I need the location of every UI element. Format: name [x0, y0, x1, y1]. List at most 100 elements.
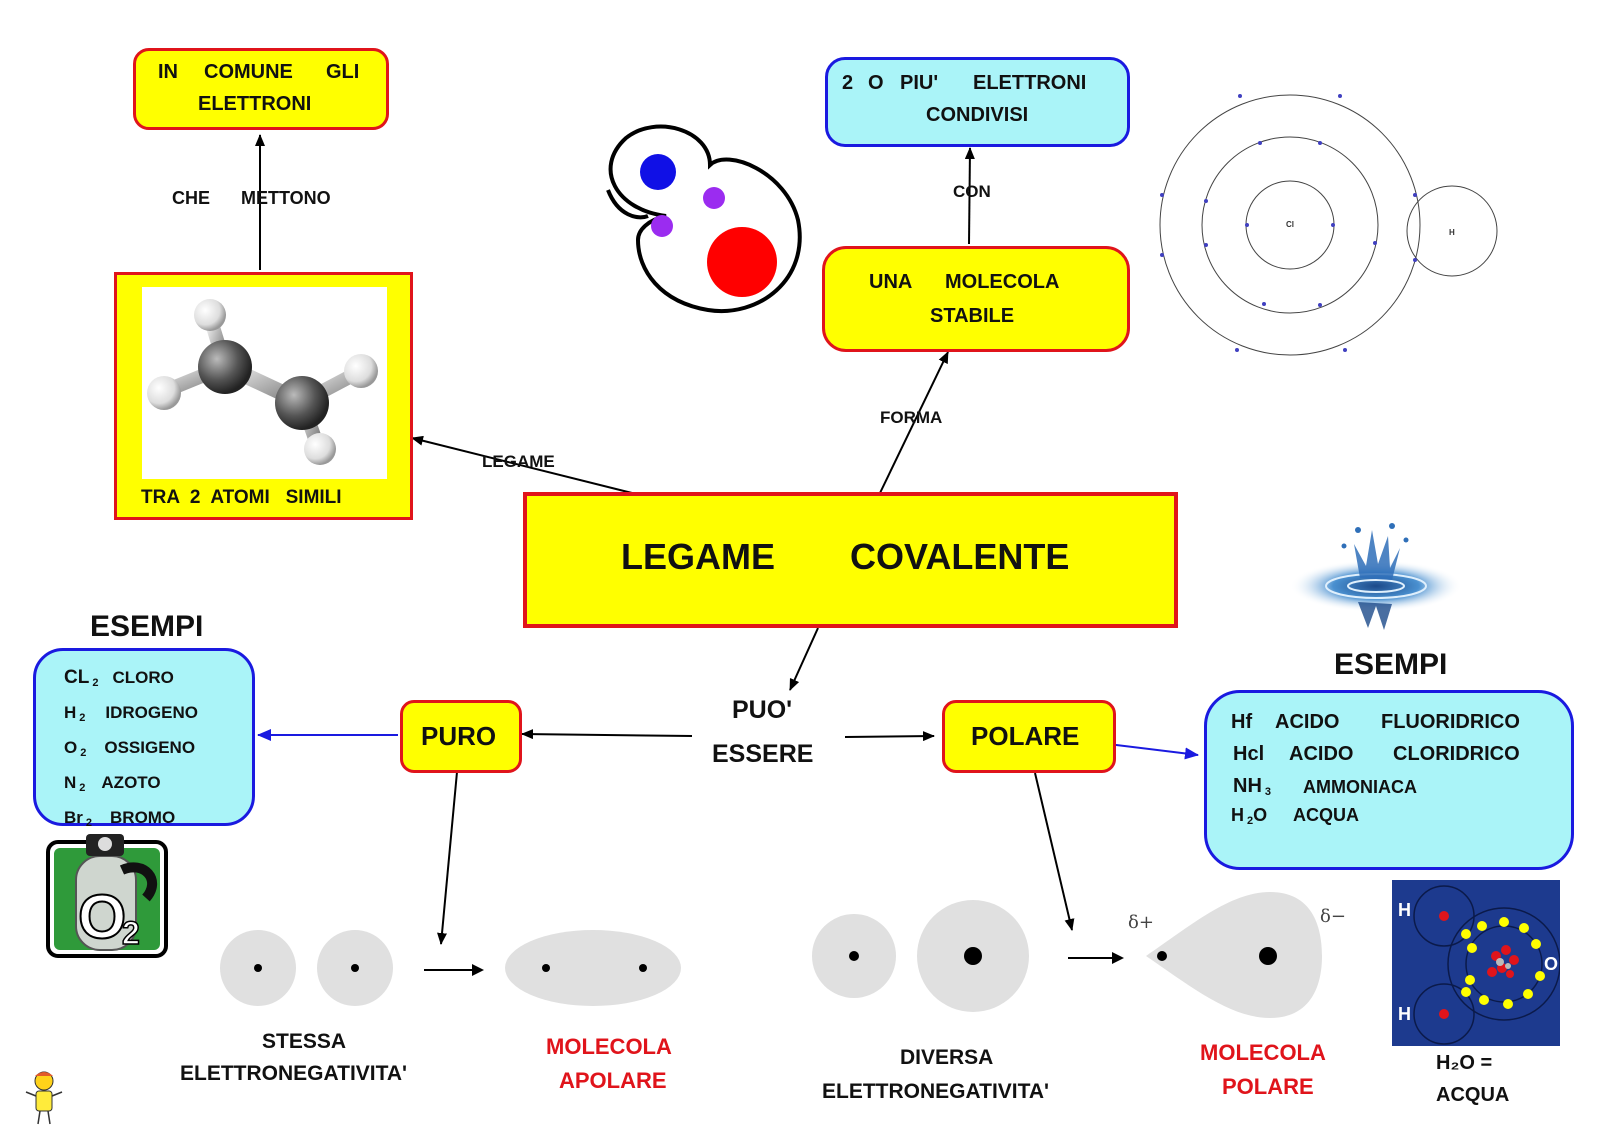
example-name-a: ACQUA [1293, 805, 1359, 825]
example-name-a: ACIDO [1275, 711, 1340, 733]
delta-plus-label: δ+ [1128, 912, 1154, 933]
apolar-result-line2: APOLARE [559, 1068, 667, 1093]
arrow-polare-down [1034, 772, 1075, 931]
apolar-caption-line2: ELETTRONEGATIVITA' [180, 1062, 408, 1085]
arrow-polare-esempi [1107, 743, 1199, 760]
shared-electrons-box: IN COMUNE GLI ELETTRONI [133, 48, 389, 130]
arrow-forma [879, 351, 949, 494]
apolar-molecule-diagram [220, 930, 681, 1006]
water-caption-line2: ACQUA [1436, 1084, 1510, 1106]
polar-result-line1: MOLECOLA [1200, 1040, 1326, 1065]
arrow-con [964, 147, 975, 245]
left-examples-title: ESEMPI [90, 610, 204, 643]
example-formula: O [64, 738, 78, 757]
example-subscript: 3 [1264, 786, 1272, 798]
shared-electrons-word3: GLI [326, 61, 360, 83]
arrow-puo [789, 627, 819, 691]
ethylene-molecule-image [142, 287, 387, 479]
similar-atoms-box: TRA 2 ATOMI SIMILI [114, 272, 413, 520]
svg-text:O: O [78, 883, 126, 952]
example-formula: Br [64, 808, 83, 827]
label-che: CHE [172, 188, 211, 208]
water-o-label: O [1544, 954, 1558, 974]
example-formula: N [64, 773, 77, 792]
label-essere: ESSERE [712, 740, 814, 768]
polar-molecule-diagram: δ+ δ− [812, 892, 1346, 1018]
right-examples-box: Hf ACIDO FLUORIDRICO Hcl ACIDO CLORIDRIC… [1204, 690, 1574, 870]
example-name: CLORO [112, 668, 174, 687]
arrow-puro-down [437, 771, 458, 945]
example-name: BROMO [110, 808, 176, 827]
similar-atoms-caption: TRA 2 ATOMI SIMILI [141, 487, 342, 508]
apolar-result-line1: MOLECOLA [546, 1034, 672, 1059]
arrow-legame [411, 435, 633, 494]
hcl-orbit-diagram: Cl H [1159, 94, 1498, 356]
example-name-a: ACIDO [1289, 743, 1354, 765]
example-subscript: 2 [85, 817, 93, 829]
stable-molecule-line2: STABILE [930, 305, 1015, 327]
example-subscript: 2 [79, 712, 86, 724]
atom-h-label: H [1449, 228, 1455, 237]
ethylene-molecule-icon [147, 299, 378, 465]
example-name: AZOTO [101, 773, 161, 792]
example-formula: Hcl [1233, 743, 1265, 765]
water-molecule-image: H H O [1392, 880, 1560, 1046]
example-subscript: 2 [80, 747, 87, 759]
example-subscript: 2 [79, 782, 86, 794]
apolar-caption-line1: STESSA [262, 1030, 347, 1053]
stable-molecule-box: UNA MOLECOLA STABILE [822, 246, 1130, 352]
shared-electrons-count-box: 2 O PIU' ELETTRONI CONDIVISI [825, 57, 1130, 147]
polar-caption-line2: ELETTRONEGATIVITA' [822, 1080, 1050, 1103]
electrons-word4: ELETTRONI [973, 72, 1087, 94]
shared-electrons-word1: IN [158, 61, 178, 83]
pure-node-label: PURO [421, 721, 497, 751]
water-h-top-label: H [1398, 900, 1411, 920]
polar-result-line2: POLARE [1222, 1074, 1314, 1099]
arrow-to-puro [521, 729, 693, 740]
example-name: IDROGENO [105, 703, 198, 722]
electrons-line2: CONDIVISI [926, 104, 1029, 126]
main-concept-box: LEGAME COVALENTE [523, 492, 1178, 628]
electrons-word1: 2 [842, 72, 854, 94]
oxygen-tank-icon: O 2 [46, 834, 168, 958]
polar-node: POLARE [942, 700, 1116, 773]
label-forma: FORMA [880, 408, 943, 427]
right-examples-title: ESEMPI [1334, 648, 1448, 681]
example-name-b: CLORIDRICO [1393, 743, 1520, 765]
shared-electrons-word2: COMUNE [204, 61, 293, 83]
example-formula: H [64, 703, 77, 722]
example-formula-text: NH [1233, 775, 1262, 797]
polar-node-label: POLARE [971, 721, 1080, 751]
shared-electrons-line2: ELETTRONI [198, 93, 312, 115]
water-molecule-icon: H H O [1398, 885, 1560, 1045]
electrons-word3: PIU' [900, 72, 939, 94]
mascot-icon [25, 1071, 63, 1125]
covalent-cartoon-icon [606, 124, 802, 314]
label-legame: LEGAME [482, 452, 555, 471]
stable-molecule-word1: UNA [869, 271, 913, 293]
label-mettono: METTONO [241, 188, 331, 208]
label-con: CON [953, 182, 991, 201]
example-subscript: 2 [92, 677, 99, 689]
svg-text:2: 2 [122, 915, 140, 951]
example-name-a: AMMONIACA [1303, 777, 1417, 797]
example-name: OSSIGENO [104, 738, 196, 757]
delta-minus-label: δ− [1320, 906, 1346, 927]
main-title-word2: COVALENTE [850, 536, 1070, 577]
atom-cl-label: Cl [1286, 220, 1294, 229]
example-formula-text: H [1231, 805, 1244, 825]
stable-molecule-word2: MOLECOLA [945, 271, 1060, 293]
arrow-to-polare [844, 731, 935, 742]
main-title-word1: LEGAME [621, 536, 776, 577]
water-caption-line1: H₂O = [1436, 1052, 1493, 1074]
water-h-bottom-label: H [1398, 1004, 1411, 1024]
